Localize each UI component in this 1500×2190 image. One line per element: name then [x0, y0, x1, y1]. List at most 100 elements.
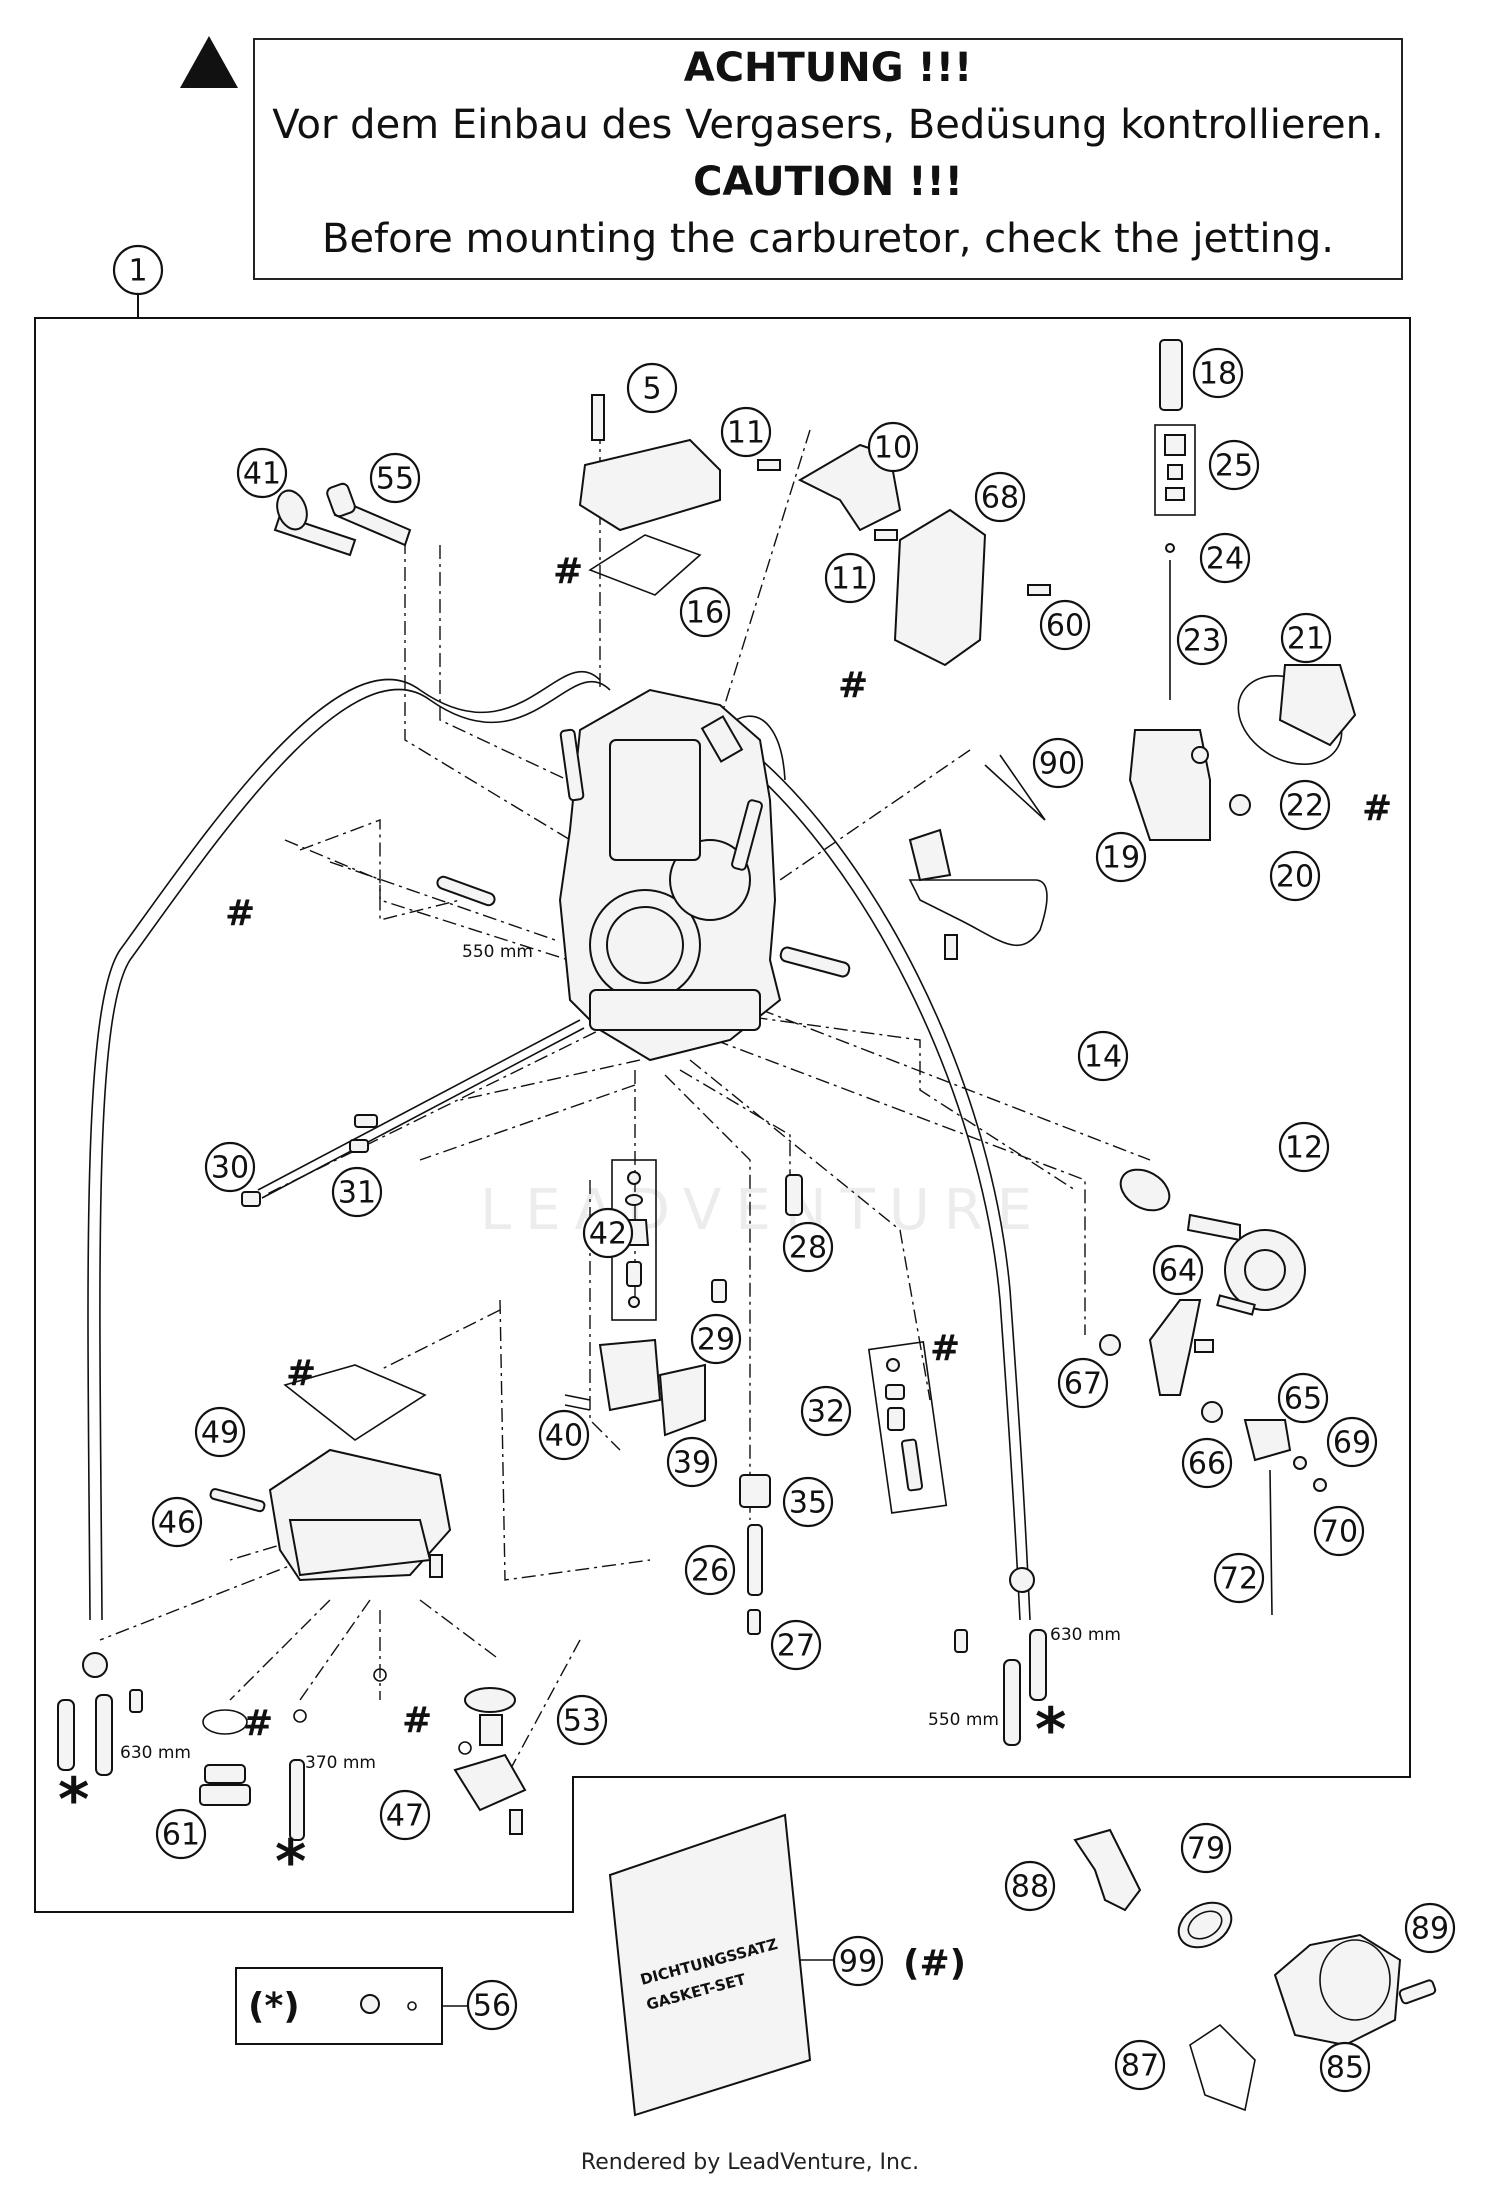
callout-28: 28 [782, 1221, 834, 1273]
callout-circle [151, 1496, 203, 1548]
warning-title-en: CAUTION !!! [693, 159, 963, 205]
callout-number: 66 [1188, 1447, 1226, 1482]
warning-text-de: Vor dem Einbau des Vergasers, Bedüsung k… [272, 102, 1384, 148]
callout-number: 28 [789, 1231, 827, 1266]
callout-circle [1114, 2039, 1166, 2091]
callout-46: 46 [151, 1496, 203, 1548]
sensor-cable [908, 754, 1046, 960]
callout-circle [112, 244, 164, 296]
callout-circle [1057, 1357, 1109, 1409]
warning-box: ACHTUNG !!! Vor dem Einbau des Vergasers… [253, 38, 1403, 280]
callout-99: 99 [832, 1935, 884, 1987]
callout-circle [1278, 1121, 1330, 1173]
callout-number: 65 [1284, 1382, 1322, 1417]
callout-number: 87 [1121, 2049, 1159, 2084]
callout-number: 85 [1326, 2051, 1364, 2086]
warning-text-en: Before mounting the carburetor, check th… [322, 216, 1334, 262]
callout-circle [832, 1935, 884, 1987]
callout-number: 10 [874, 431, 912, 466]
callout-number: 40 [545, 1419, 583, 1454]
throttle-shaft [1119, 1168, 1306, 1311]
callout-number: 67 [1064, 1367, 1102, 1402]
callout-number: 56 [473, 1989, 511, 2024]
callout-circle [626, 362, 678, 414]
star-mark: * [1035, 1695, 1066, 1765]
callout-circle [679, 586, 731, 638]
callout-number: 55 [376, 462, 414, 497]
warning-title-de: ACHTUNG !!! [683, 45, 973, 91]
kit-56: (*) [235, 1967, 472, 2045]
small-parts [129, 1629, 968, 1806]
callout-number: 53 [563, 1704, 601, 1739]
callout-circle [236, 447, 288, 499]
callout-circle [1326, 1416, 1378, 1468]
callout-number: 41 [243, 457, 281, 492]
callout-circle [582, 1207, 634, 1259]
callout-90: 90 [1032, 737, 1084, 789]
callout-circle [867, 421, 919, 473]
callout-number: 16 [686, 596, 724, 631]
callout-70: 70 [1313, 1505, 1365, 1557]
callout-number: 61 [162, 1818, 200, 1853]
callout-circle [666, 1436, 718, 1488]
callout-circle [720, 406, 772, 458]
pump-parts [1128, 339, 1357, 841]
callout-25: 25 [1208, 439, 1260, 491]
callout-72: 72 [1213, 1552, 1265, 1604]
callout-69: 69 [1326, 1416, 1378, 1468]
callout-68: 68 [974, 471, 1026, 523]
callout-35: 35 [782, 1476, 834, 1528]
callout-65: 65 [1277, 1372, 1329, 1424]
callout-number: 88 [1011, 1870, 1049, 1905]
hash-mark: # [243, 1703, 273, 1744]
callout-number: 1 [128, 254, 147, 289]
callout-number: 32 [807, 1395, 845, 1430]
callout-circle [1313, 1505, 1365, 1557]
callout-67: 67 [1057, 1357, 1109, 1409]
callout-number: 72 [1220, 1562, 1258, 1597]
callout-60: 60 [1039, 599, 1091, 651]
callout-circle [155, 1808, 207, 1860]
length-label: 370 mm [305, 1753, 376, 1773]
callout-number: 64 [1159, 1254, 1197, 1289]
carburetor-body [436, 688, 851, 1062]
callout-circle [1181, 1437, 1233, 1489]
callout-circle [974, 471, 1026, 523]
callout-number: 12 [1285, 1131, 1323, 1166]
callout-49: 49 [194, 1406, 246, 1458]
callout-circle [1319, 2041, 1371, 2093]
top-cover [578, 394, 721, 596]
callout-circle [369, 452, 421, 504]
callout-87: 87 [1114, 2039, 1166, 2091]
hash-paren-label: (#) [903, 1943, 966, 1984]
callout-40: 40 [538, 1409, 590, 1461]
warning-triangle-icon [180, 36, 238, 88]
callout-number: 69 [1333, 1426, 1371, 1461]
callout-18: 18 [1192, 347, 1244, 399]
callout-5: 5 [626, 362, 678, 414]
callout-41: 41 [236, 447, 288, 499]
hash-mark: # [838, 665, 868, 706]
needle-jet [739, 1474, 771, 1635]
idle-screw [241, 1019, 585, 1207]
callout-circle [770, 1619, 822, 1671]
callout-circle [1077, 1030, 1129, 1082]
callout-number: 18 [1199, 357, 1237, 392]
callout-85: 85 [1319, 2041, 1371, 2093]
callout-circle [1208, 439, 1260, 491]
float-bowl [209, 1364, 452, 1582]
callout-47: 47 [379, 1789, 431, 1841]
callout-39: 39 [666, 1436, 718, 1488]
callout-number: 24 [1206, 542, 1244, 577]
callout-circle [1277, 1372, 1329, 1424]
callout-number: 21 [1287, 622, 1325, 657]
callout-circle [824, 552, 876, 604]
callout-1: 1 [112, 244, 164, 296]
callout-14: 14 [1077, 1030, 1129, 1082]
callout-circle [379, 1789, 431, 1841]
jets-misc [711, 1174, 948, 1514]
callout-circle [1192, 347, 1244, 399]
callout-29: 29 [690, 1313, 742, 1365]
